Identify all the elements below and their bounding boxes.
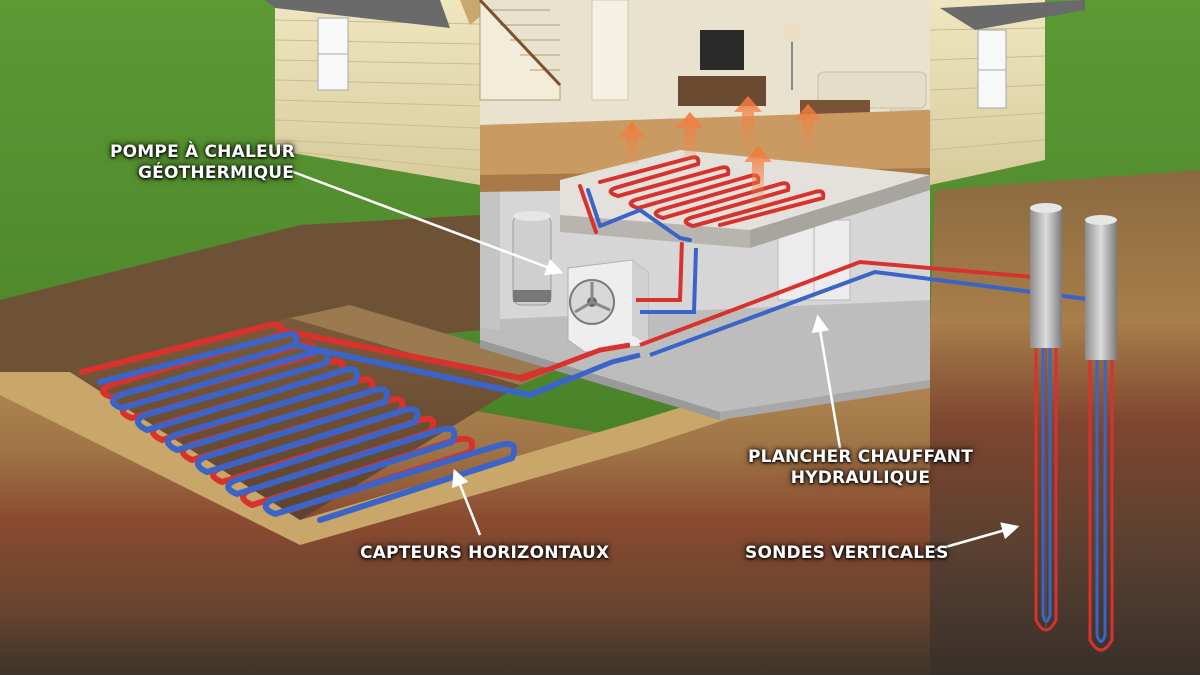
water-tank: [512, 211, 552, 306]
geothermal-probe-1: [1030, 203, 1062, 632]
label-pompe-a-chaleur: POMPE À CHALEUR GÉOTHERMIQUE: [110, 142, 295, 184]
pointer-arrow: [287, 168, 1020, 552]
pipe-supply: [519, 342, 631, 383]
pipe-probe-supply: [639, 259, 1046, 347]
staircase: [478, 0, 562, 101]
lamp: [782, 22, 802, 42]
heat-pump-fan-icon: [567, 259, 649, 353]
heat-rising-arrow: [618, 96, 822, 205]
label-capteurs-horizontaux: CAPTEURS HORIZONTAUX: [360, 543, 610, 563]
label-pompe-line1: POMPE À CHALEUR: [110, 142, 296, 162]
tv: [700, 30, 744, 70]
trench-step: [290, 305, 560, 385]
label-plancher-chauffant: PLANCHER CHAUFFANT HYDRAULIQUE: [748, 447, 973, 489]
house-window-right: [977, 29, 1007, 109]
geothermal-probe-2: [1085, 215, 1117, 652]
soil-section-right: [930, 170, 1200, 675]
roof-left: [265, 0, 450, 28]
pipe-return: [529, 352, 641, 398]
label-sondes-verticales: SONDES VERTICALES: [745, 543, 949, 563]
interior-door: [591, 0, 629, 101]
roof-right: [940, 0, 1085, 30]
label-pompe-line2: GÉOTHERMIQUE: [138, 163, 295, 183]
sofa: [817, 71, 927, 109]
label-plancher-line1: PLANCHER CHAUFFANT: [748, 447, 973, 467]
label-plancher-line2: HYDRAULIQUE: [790, 468, 931, 488]
pipe-probe-return: [649, 269, 1096, 357]
